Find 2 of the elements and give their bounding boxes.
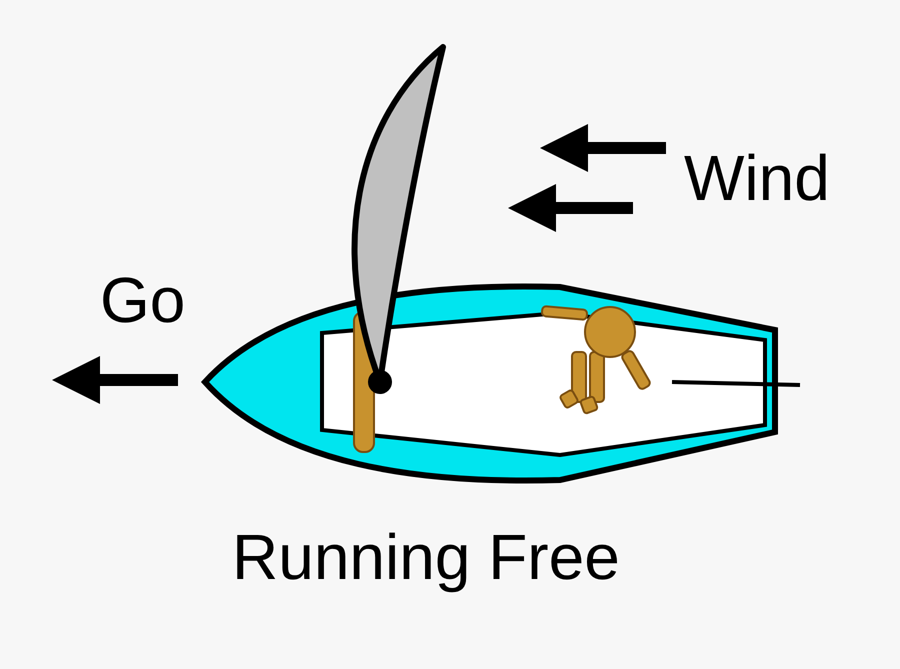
direction-label: Go (100, 268, 186, 332)
wind-label: Wind (684, 146, 830, 210)
